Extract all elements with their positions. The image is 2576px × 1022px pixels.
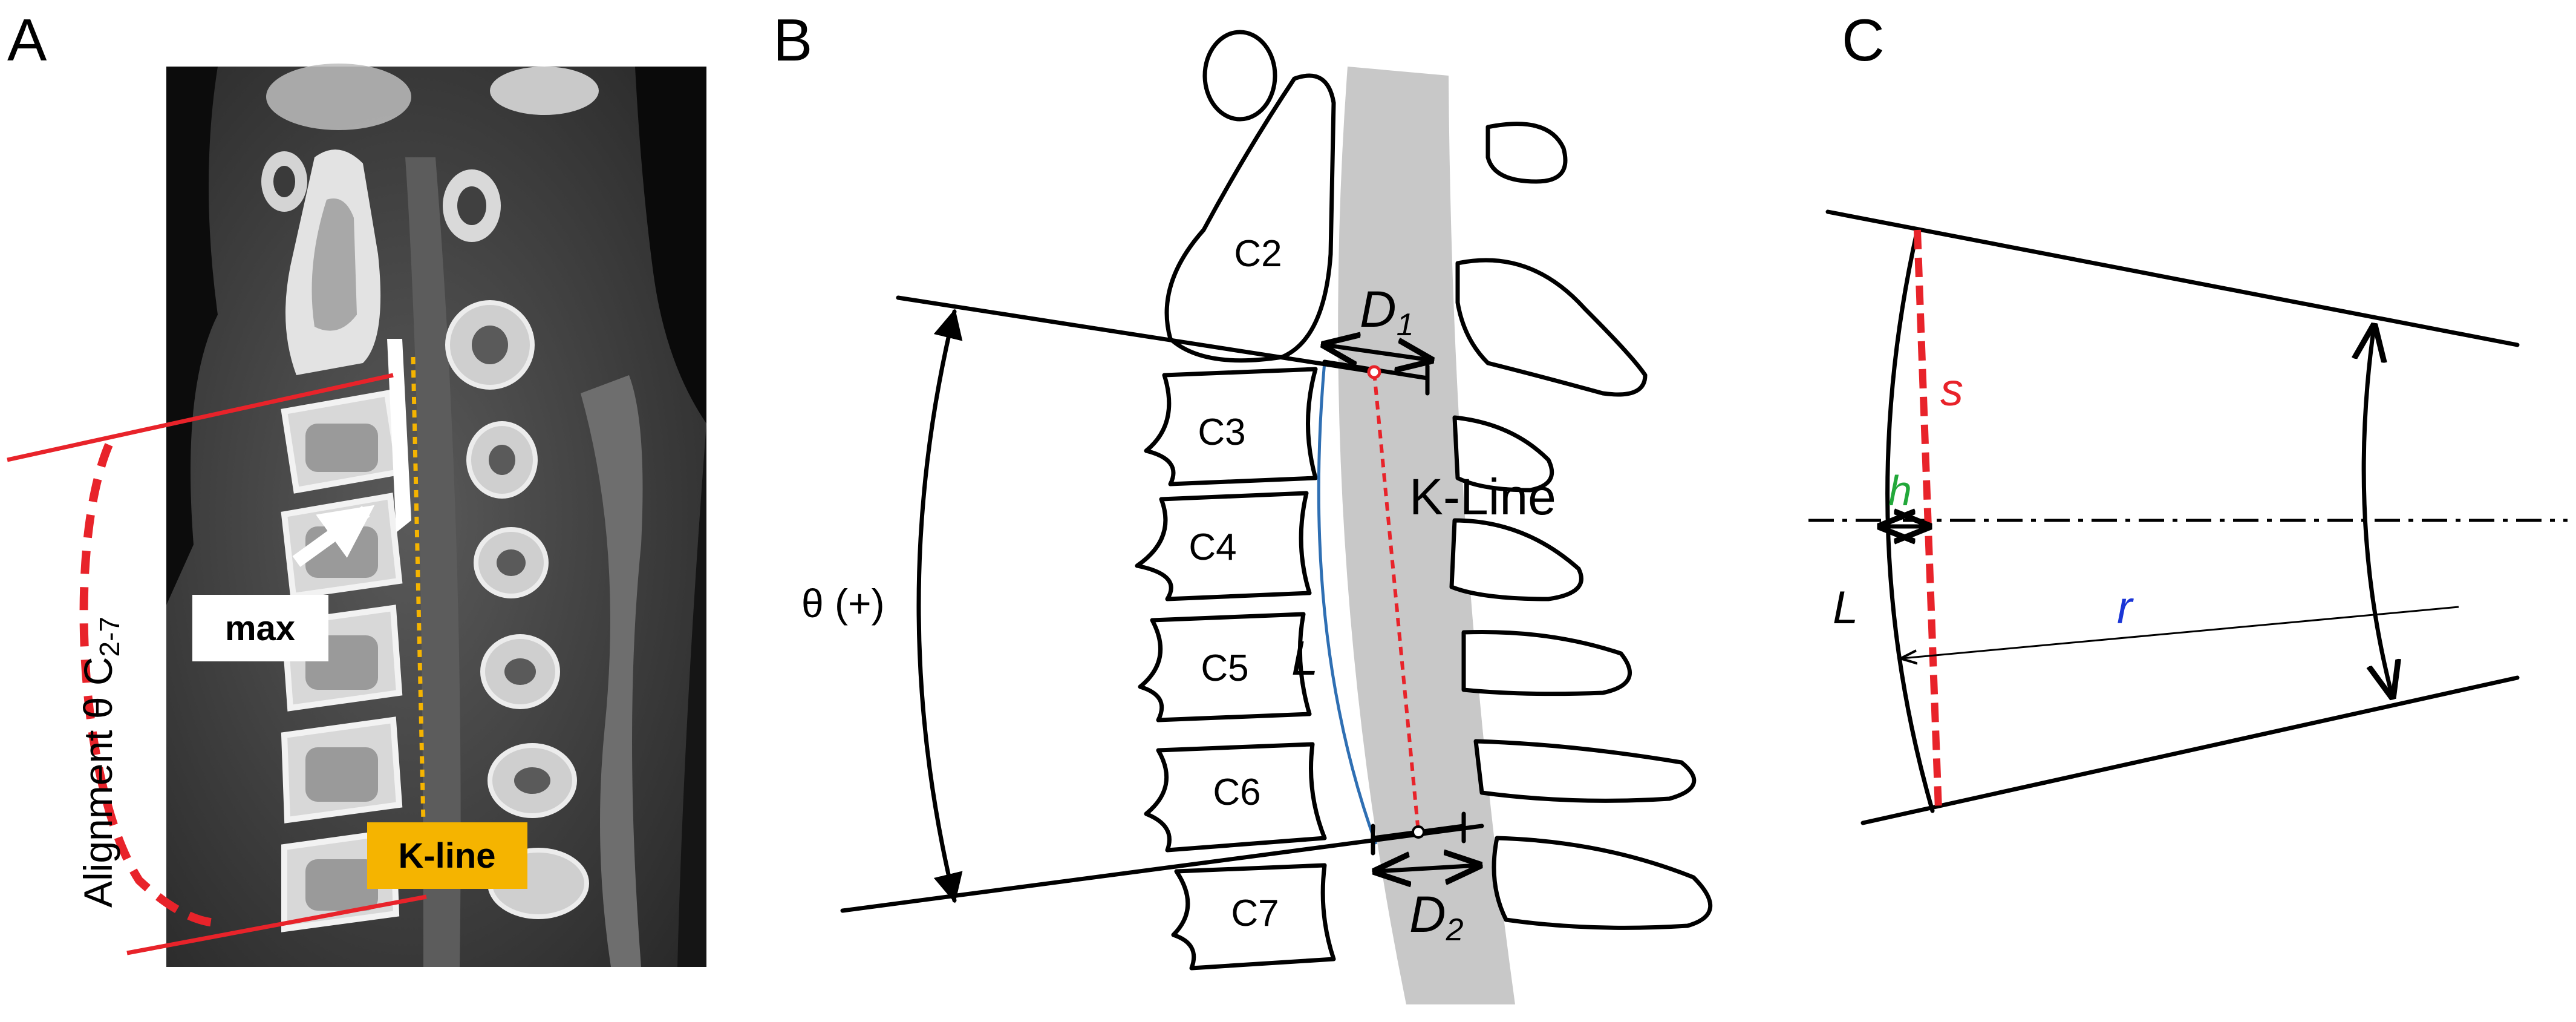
l-label-c: L bbox=[1833, 582, 1858, 634]
l-label-b: L bbox=[1291, 631, 1319, 685]
c2-endplate-line bbox=[7, 373, 394, 462]
theta-label: θ (+) bbox=[801, 581, 885, 626]
upper-line bbox=[896, 295, 1378, 375]
alignment-subscript: 2-7 bbox=[94, 617, 125, 657]
c1-anterior bbox=[1202, 30, 1277, 122]
vertebra-c3 bbox=[1144, 367, 1318, 486]
panel-label-b: B bbox=[773, 7, 812, 73]
panel-a: max K-line Alignment θ C2-7 bbox=[7, 64, 706, 967]
c4-posterior bbox=[1449, 518, 1583, 601]
d2-arrow bbox=[1376, 865, 1479, 871]
c6-posterior bbox=[1473, 739, 1697, 803]
label-c3: C3 bbox=[1198, 411, 1245, 453]
d2-subscript: 2 bbox=[1446, 912, 1464, 948]
d1-arrow bbox=[1325, 345, 1430, 360]
vertebra-c2 bbox=[1164, 73, 1336, 363]
panel-b: C2 C3 C4 C5 C6 C7 θ (+) D1 D2 K-Li bbox=[801, 30, 1712, 1004]
k-line-point-upper bbox=[1367, 365, 1381, 379]
panel-label-a: A bbox=[7, 7, 47, 73]
lower-boundary-line bbox=[1860, 675, 2520, 825]
label-c6: C6 bbox=[1213, 771, 1260, 813]
max-label-box bbox=[192, 595, 328, 661]
vertebra-c7 bbox=[1171, 863, 1336, 971]
s-label: s bbox=[1940, 364, 1963, 416]
upper-boundary-line bbox=[1825, 209, 2520, 347]
vertebra-c5 bbox=[1138, 612, 1312, 722]
d2-label: D2 bbox=[1409, 886, 1464, 948]
posterior-wall-curve bbox=[1317, 361, 1378, 845]
ct-image bbox=[166, 64, 706, 967]
c7-endplate-line bbox=[126, 894, 427, 955]
label-c4: C4 bbox=[1189, 526, 1236, 568]
d1-subscript: 1 bbox=[1397, 307, 1414, 342]
alignment-label: Alignment θ C2-7 bbox=[76, 617, 125, 908]
c5-posterior bbox=[1461, 629, 1632, 696]
spinal-canal-band bbox=[1338, 67, 1515, 1004]
max-arrow bbox=[292, 505, 375, 567]
k-line-label-b: K-Line bbox=[1409, 468, 1556, 525]
theta-arc bbox=[916, 309, 963, 903]
label-c7: C7 bbox=[1231, 893, 1279, 934]
k-line-label: K-line bbox=[398, 836, 495, 876]
vertebra-c4 bbox=[1135, 491, 1312, 601]
alignment-arc bbox=[79, 443, 215, 927]
c7-posterior bbox=[1492, 836, 1712, 930]
k-line-dotted-b bbox=[1372, 372, 1420, 833]
max-label: max bbox=[225, 609, 295, 648]
k-line-label-box bbox=[367, 822, 527, 889]
label-c5: C5 bbox=[1201, 647, 1248, 689]
panel-label-c: C bbox=[1842, 7, 1885, 73]
d1-label: D1 bbox=[1360, 281, 1414, 342]
vertebra-c6 bbox=[1144, 742, 1327, 853]
h-label: h bbox=[1888, 467, 1912, 514]
r-label: r bbox=[2117, 582, 2134, 634]
c1-posterior bbox=[1485, 122, 1568, 184]
label-c2: C2 bbox=[1234, 233, 1282, 275]
k-line-point-lower bbox=[1412, 825, 1425, 839]
angle-arc-c bbox=[2364, 327, 2392, 696]
c3-posterior bbox=[1452, 415, 1554, 493]
c2-posterior bbox=[1455, 258, 1648, 397]
k-line-dotted bbox=[411, 356, 426, 824]
panel-c: s h L r bbox=[1808, 209, 2568, 825]
